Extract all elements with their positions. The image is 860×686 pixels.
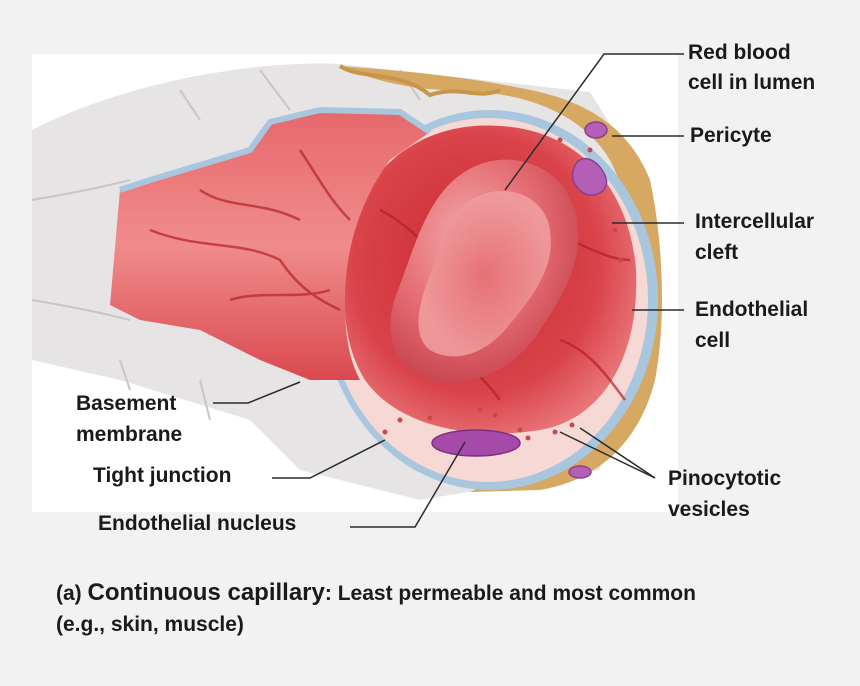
pericyte-nucleus-1 <box>584 121 608 139</box>
label-pinocytotic-line2: vesicles <box>668 498 750 521</box>
label-intercellular-line2: cleft <box>695 241 739 264</box>
cutaway-edge <box>119 106 432 193</box>
label-endothelial-cell-line2: cell <box>695 329 731 352</box>
red-blood-cell-dimple <box>418 191 551 357</box>
leader-pinocytotic-2 <box>559 431 656 479</box>
figure-caption: (a) Continuous capillary: Least permeabl… <box>56 577 846 640</box>
label-red-blood-cell-line1: Red blood <box>688 41 791 64</box>
pericyte-nucleus-2 <box>571 157 608 196</box>
caption-line1: (a) Continuous capillary: Least permeabl… <box>56 577 846 609</box>
caption-prefix: (a) <box>56 582 88 605</box>
caption-title: Continuous capillary <box>87 579 325 606</box>
pericyte-strand <box>338 64 501 98</box>
leader-tight-junction <box>272 439 386 479</box>
label-red-blood-cell-line2: cell in lumen <box>688 71 816 94</box>
label-basement-line2: membrane <box>76 423 183 446</box>
leader-pinocytotic-1 <box>579 427 656 479</box>
tube-wall-lines <box>31 69 421 421</box>
cutaway-tube <box>110 110 430 380</box>
pericyte-nucleus-3 <box>568 465 592 479</box>
caption-description: : Least permeable and most common <box>324 582 696 605</box>
endothelial-nucleus-shape <box>431 429 521 457</box>
label-endothelial-cell-line1: Endothelial <box>695 298 809 321</box>
label-endothelial-nucleus: Endothelial nucleus <box>98 512 297 535</box>
label-intercellular-line1: Intercellular <box>695 210 815 233</box>
pinocytotic-vesicle-dots <box>382 137 623 441</box>
leader-basement-membrane <box>213 381 301 404</box>
label-pericyte: Pericyte <box>690 124 772 147</box>
label-tight-junction: Tight junction <box>93 464 232 487</box>
leader-red-blood-cell <box>504 53 684 191</box>
leader-endothelial-nucleus <box>350 441 466 528</box>
label-basement-line1: Basement <box>76 392 177 415</box>
caption-line2: (e.g., skin, muscle) <box>56 613 244 636</box>
label-pinocytotic-line1: Pinocytotic <box>668 467 782 490</box>
cutaway-veins <box>149 149 351 312</box>
leader-lines <box>213 53 684 528</box>
